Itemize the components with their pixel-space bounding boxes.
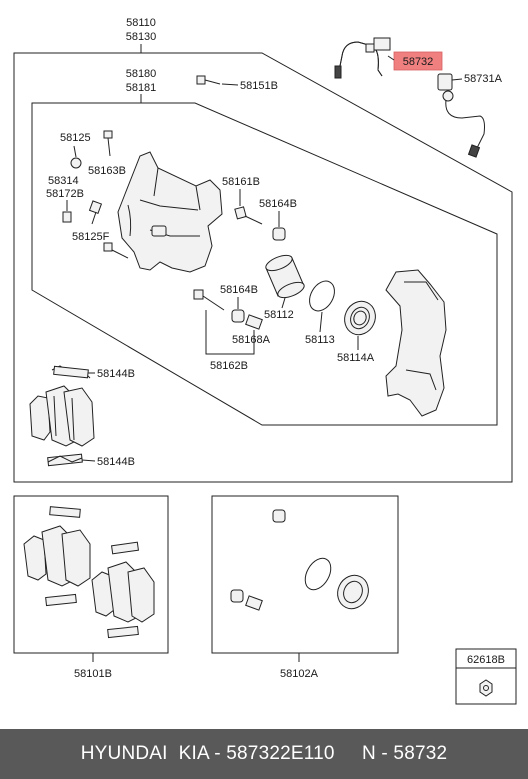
main-assembly-frame xyxy=(13,52,513,483)
leader-58113 xyxy=(319,311,323,333)
piston-58112 xyxy=(265,254,305,299)
pad-kit-parts xyxy=(23,506,155,639)
part-label-58125F: 58125F xyxy=(72,231,110,243)
part-label-58114A: 58114A xyxy=(337,352,375,364)
leader-58144B-lower xyxy=(81,459,96,462)
pad-kit-frame xyxy=(13,495,169,654)
leader-58125 xyxy=(73,145,77,158)
part-label-58151B: 58151B xyxy=(240,80,278,92)
pad-clips-58144B-lower xyxy=(47,453,83,467)
part-label-58164B-upper: 58164B xyxy=(259,198,297,210)
part-label-58110: 58110 xyxy=(126,17,156,29)
leader-58732 xyxy=(387,55,395,61)
part-label-58731A: 58731A xyxy=(464,73,503,85)
highlight-58732 xyxy=(393,51,443,71)
caliper-subassembly-frame xyxy=(31,102,498,426)
part-label-58181: 58181 xyxy=(126,82,157,94)
sleeve-58168A xyxy=(245,314,263,330)
seal-58113 xyxy=(309,280,335,312)
part-label-58168A: 58168A xyxy=(232,334,271,346)
pin-58161B xyxy=(234,206,263,225)
seal-kit-frame xyxy=(211,495,399,654)
part-label-58180: 58180 xyxy=(126,68,157,80)
pin-58162B xyxy=(193,289,225,311)
brake-hose-58731A xyxy=(437,73,485,158)
footer-part-number: HYUNDAI KIA - 587322E110 N - 58732 xyxy=(80,743,448,764)
part-label-58144B-upper: 58144B xyxy=(97,368,135,380)
part-label-58113: 58113 xyxy=(305,334,335,346)
part-label-58161B: 58161B xyxy=(222,176,260,188)
footer-bar: HYUNDAI KIA - 587322E110 N - 58732 xyxy=(0,729,528,779)
part-label-58130: 58130 xyxy=(126,31,157,43)
brake-pads-left-group xyxy=(29,385,95,447)
part-label-58732: 58732 xyxy=(403,56,434,68)
bleeder-58125F xyxy=(88,200,103,225)
seal-kit-parts xyxy=(230,509,369,611)
part-label-58164B-lower: 58164B xyxy=(220,284,258,296)
bolt-58163B xyxy=(103,130,113,157)
caliper-carrier xyxy=(385,269,447,417)
part-label-58163B: 58163B xyxy=(88,165,126,177)
brake-hose-58732 xyxy=(334,37,391,79)
leader-58112 xyxy=(281,297,286,309)
part-label-58144B-lower: 58144B xyxy=(97,456,135,468)
nut-icon xyxy=(479,679,493,697)
part-label-58102A: 58102A xyxy=(280,668,319,680)
bracket-58162B xyxy=(205,310,255,355)
part-label-58125: 58125 xyxy=(60,132,91,144)
boot-58164B-upper xyxy=(272,227,286,241)
part-label-58162B: 58162B xyxy=(210,360,248,372)
part-label-58314: 58314 xyxy=(48,175,79,187)
part-label-58112: 58112 xyxy=(264,309,294,321)
boot-58164B-lower xyxy=(231,309,245,323)
bolt-58151B xyxy=(196,75,221,85)
part-label-58172B: 58172B xyxy=(46,188,84,200)
nut-62618B-frame xyxy=(455,648,517,705)
bolt-lower-left xyxy=(103,242,129,259)
pad-clips-58144B-upper xyxy=(51,365,91,379)
leader-58151B xyxy=(221,83,239,86)
cap-58314 xyxy=(70,157,82,169)
leader-58731A xyxy=(451,78,463,81)
part-label-62618B: 62618B xyxy=(467,654,505,666)
caliper-housing xyxy=(117,151,223,273)
boot-58114A xyxy=(344,300,376,336)
cap-58172B xyxy=(62,211,72,223)
parts-diagram: 58732 58731A 58110 58130 58180 58181 581… xyxy=(13,17,517,705)
part-label-58101B: 58101B xyxy=(74,668,112,680)
